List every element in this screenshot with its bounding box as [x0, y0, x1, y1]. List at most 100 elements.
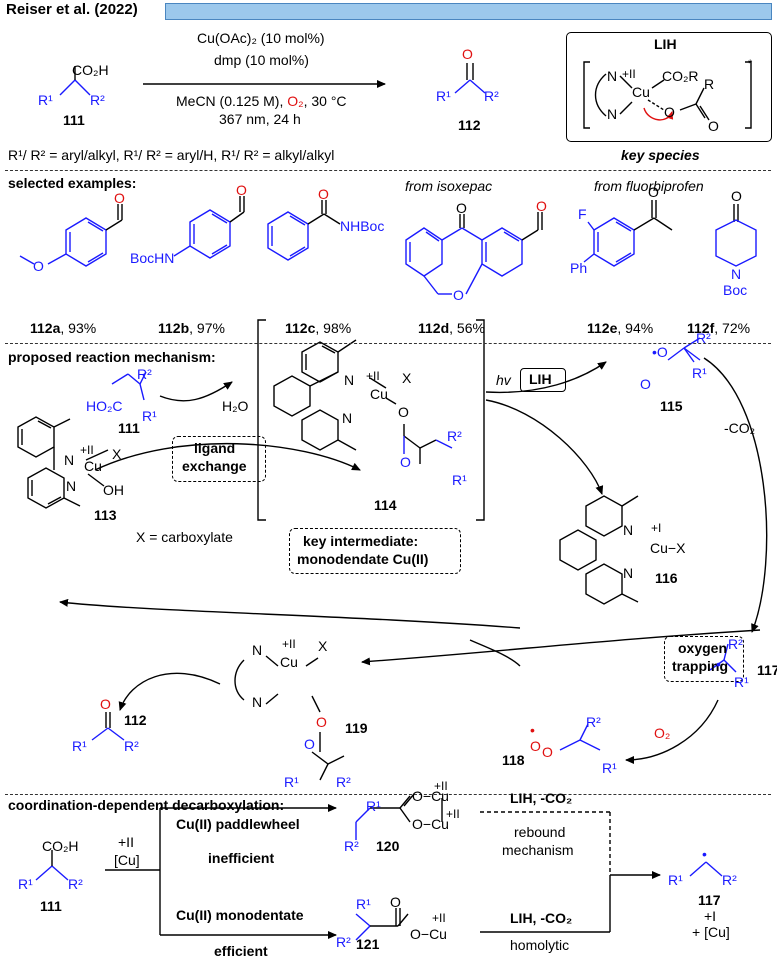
product-112-label: 112 — [458, 117, 481, 133]
mech-112-label: 112 — [124, 712, 147, 728]
mech-119-skeleton — [234, 655, 345, 781]
ligand-exchange-line2: exchange — [182, 458, 247, 474]
mech-117-skeleton — [709, 643, 737, 673]
ex-112e-o: O — [648, 184, 659, 200]
decarb-120-ocu1: O−Cu — [412, 788, 449, 804]
mech-112-r2: R² — [124, 738, 139, 754]
ex-112c-nhboc: NHBoc — [340, 218, 385, 234]
mech-113-x: X — [112, 446, 122, 462]
decarb-121-o: O — [390, 894, 401, 910]
lih-o2: O — [708, 118, 719, 134]
mech-119-n2: N — [252, 694, 263, 710]
decarb-cu-product: + [Cu] — [692, 924, 730, 940]
lih-n-bottom: N — [607, 106, 618, 122]
mech-117-dot: • — [716, 656, 721, 672]
mech-114-r1: R¹ — [452, 472, 467, 488]
mech-112-o: O — [100, 696, 111, 712]
ex-112a-structure — [19, 204, 123, 267]
mech-114-n1: N — [344, 372, 355, 388]
note-fluorbiprofen: from fluorbiprofen — [594, 178, 704, 194]
x-definition: X = carboxylate — [136, 529, 233, 545]
mech-117-r2: R² — [728, 636, 743, 652]
ligand-exchange-line1: ligand — [194, 440, 236, 456]
lih-tag — [520, 368, 566, 392]
decarb-121-skeleton — [355, 908, 409, 941]
product-r2: R² — [484, 88, 499, 104]
decarb-111-co2h: CO₂H — [42, 838, 79, 854]
mech-111-skeleton — [111, 371, 147, 401]
mech-115-r2: R² — [696, 330, 711, 346]
decarb-121-ocu: O−Cu — [410, 926, 447, 942]
decarb-120-ox1: +II — [434, 779, 448, 793]
ex-112d-structure — [405, 212, 543, 295]
examples-title: selected examples: — [8, 175, 137, 191]
ex-112b-o: O — [236, 182, 247, 198]
decarb-111-label: 111 — [40, 898, 62, 914]
divider-2 — [5, 343, 771, 344]
reactant-r1: R¹ — [38, 92, 53, 108]
divider-3 — [5, 794, 771, 795]
ex-112b-structure — [173, 196, 245, 259]
ex-112e-f: F — [578, 206, 587, 222]
mech-116-n1: N — [623, 522, 634, 538]
oxygen-trapping-line2: trapping — [672, 658, 728, 674]
ex-112d-o: O — [536, 198, 547, 214]
mech-114-skeleton — [273, 339, 453, 464]
decarb-120-skeleton — [355, 793, 443, 840]
mech-114-o1: O — [398, 404, 409, 420]
decarb-121-r2: R² — [336, 934, 351, 950]
decarb-111-r2: R² — [68, 876, 83, 892]
decarb-111-skeleton — [35, 850, 69, 881]
mech-116-skeleton — [559, 495, 639, 605]
ex-112e-ph: Ph — [570, 260, 588, 276]
mech-119-x: X — [318, 638, 328, 654]
mech-114-ox: +II — [366, 369, 380, 383]
mech-114-o2: O — [400, 454, 411, 470]
bracket-114-right — [476, 319, 485, 521]
decarb-cu-ox: +II — [118, 834, 134, 850]
lih-box — [566, 32, 772, 142]
efficient-label: efficient — [214, 943, 268, 959]
key-intermediate-line1: key intermediate: — [303, 533, 419, 549]
lih-star: * — [748, 58, 753, 70]
mech-114-x: X — [402, 370, 412, 386]
mech-119-r1: R¹ — [284, 774, 299, 790]
condition-solvent: MeCN (0.125 M), O₂, 30 °C — [176, 93, 347, 109]
mech-116-ox: +I — [651, 521, 662, 535]
decarb-117-r2: R² — [722, 872, 737, 888]
ex-112c-structure — [267, 200, 341, 261]
mech-112-r1: R¹ — [72, 738, 87, 754]
mech-118-skeleton — [559, 723, 601, 751]
reactant-111-label: 111 — [63, 112, 85, 128]
mech-119-cu: Cu — [280, 654, 298, 670]
mech-111-label: 111 — [118, 420, 140, 436]
ex-112f-n: N — [731, 266, 742, 282]
ligand-exchange-box — [172, 436, 266, 482]
mechanism-title: proposed reaction mechanism: — [8, 349, 216, 365]
mech-114-label: 114 — [374, 497, 397, 513]
mech-115-o: O — [640, 376, 651, 392]
condition-ligand: dmp (10 mol%) — [214, 52, 309, 68]
ex-112d-ether-o: O — [453, 287, 464, 303]
mech-118-label: 118 — [502, 752, 525, 768]
decarb-120-label: 120 — [376, 838, 400, 854]
monodentate-label: Cu(II) monodentate — [176, 907, 304, 923]
mech-113-ox: +II — [80, 443, 94, 457]
ex-112e-structure — [583, 200, 673, 267]
lih-title: LIH — [654, 36, 677, 52]
ex-112c-o: O — [318, 186, 329, 202]
ex-112f-structure — [715, 204, 757, 267]
decarb-121-label: 121 — [356, 936, 380, 952]
rebound-line2: mechanism — [502, 842, 574, 858]
mech-113-label: 113 — [94, 507, 117, 523]
mech-115-r1: R¹ — [692, 365, 707, 381]
mech-115-label: 115 — [660, 398, 683, 414]
mech-113-n2: N — [66, 478, 77, 494]
homolytic-line1: homolytic — [510, 937, 570, 953]
mech-119-n1: N — [252, 642, 263, 658]
mech-116-cu: Cu−X — [650, 540, 686, 556]
decarb-cu: [Cu] — [114, 852, 140, 868]
condition-light: 367 nm, 24 h — [219, 111, 301, 127]
condition-catalyst: Cu(OAc)₂ (10 mol%) — [197, 30, 325, 46]
mech-117-label: 117 — [757, 662, 777, 678]
